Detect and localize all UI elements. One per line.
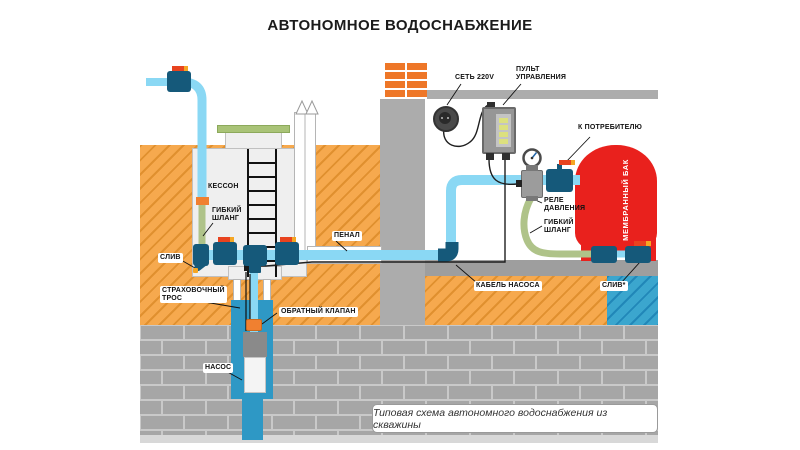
label-power: СЕТЬ 220V: [455, 74, 495, 81]
garden-tap-handle-tip: [184, 66, 188, 71]
hose-coupling: [196, 197, 209, 205]
well-shaft-narrow: [242, 397, 263, 440]
pressure-switch-body: [521, 170, 543, 198]
caisson-neck: [225, 131, 282, 149]
house-floor-slab: [425, 260, 658, 276]
bottom-edge-band: [140, 435, 658, 443]
well-casing-right: [263, 279, 271, 302]
socket-hole-left: [441, 117, 443, 119]
panel-led-4: [499, 139, 508, 144]
consumer-valve-handle-tip: [571, 160, 575, 165]
label-control-panel: ПУЛЬТ УПРАВЛЕНИЯ: [516, 66, 567, 81]
label-drain-right: СЛИВ*: [600, 281, 628, 291]
vent-duct: [294, 112, 316, 252]
tank-vertical-label: МЕМБРАННЫЙ БАК: [621, 159, 630, 241]
caption-box: Типовая схема автономного водоснабжения …: [372, 404, 658, 433]
manifold-valve-b: [275, 242, 299, 265]
house-wall-foundation: [380, 99, 425, 325]
label-flexible-hose-right: ГИБКИЙ ШЛАНГ: [544, 219, 574, 234]
drain-spout-tip: [193, 268, 198, 273]
panel-led-2: [499, 125, 508, 130]
manifold-valve-a: [213, 242, 237, 265]
valve-a-handle: [218, 237, 231, 242]
penal-casing: [307, 246, 382, 264]
tank-fitting-left: [591, 246, 617, 263]
tank-drain-handle-tip: [646, 241, 651, 246]
page-title: АВТОНОМНОЕ ВОДОСНАБЖЕНИЕ: [267, 17, 533, 34]
garden-tap-handle: [172, 66, 185, 71]
caption-text: Типовая схема автономного водоснабжения …: [373, 406, 608, 431]
pump-cap: [243, 332, 267, 357]
label-pump: НАСОС: [203, 363, 234, 373]
panel-bottom-connector-left: [486, 153, 494, 160]
caisson-lid: [217, 125, 290, 133]
tank-drain-handle: [634, 241, 647, 246]
drain-soak-area: [607, 276, 658, 325]
pump-body: [244, 357, 266, 393]
tee-down-stub: [249, 262, 261, 273]
consumer-valve: [546, 169, 573, 192]
label-check-valve: ОБРАТНЫЙ КЛАПАН: [279, 307, 358, 317]
panel-led-1: [499, 118, 508, 123]
label-penal: ПЕНАЛ: [332, 231, 362, 241]
garden-tap-valve: [167, 71, 191, 92]
ceiling-slab: [425, 90, 658, 99]
label-pump-cable: КАБЕЛЬ НАСОСА: [474, 281, 542, 291]
membrane-tank: [575, 145, 657, 251]
consumer-valve-stem: [557, 164, 562, 170]
label-flexible-hose-left: ГИБКИЙ ШЛАНГ: [212, 207, 242, 222]
well-casing-left: [233, 279, 241, 302]
pressure-switch-bottom-band: [526, 196, 538, 201]
panel-led-3: [499, 132, 508, 137]
label-drain-left: СЛИВ: [158, 253, 183, 263]
socket-hole-right: [447, 117, 449, 119]
chimney: [383, 62, 427, 99]
panel-bottom-connector-right: [502, 153, 510, 160]
label-kesson: КЕССОН: [208, 183, 239, 190]
valve-a-handle-tip: [230, 237, 234, 242]
check-valve: [246, 319, 262, 331]
panel-top-connector: [487, 102, 495, 109]
pressure-switch-wire-nub: [516, 180, 522, 187]
pressure-switch-top-band: [526, 165, 538, 171]
label-to-consumer: К ПОТРЕБИТЕЛЮ: [578, 124, 643, 131]
valve-b-handle-tip: [292, 237, 296, 242]
label-pressure-switch: РЕЛЕ ДАВЛЕНИЯ: [544, 197, 586, 212]
label-safety-rope: СТРАХОВОЧНЫЙ ТРОС: [160, 286, 227, 304]
